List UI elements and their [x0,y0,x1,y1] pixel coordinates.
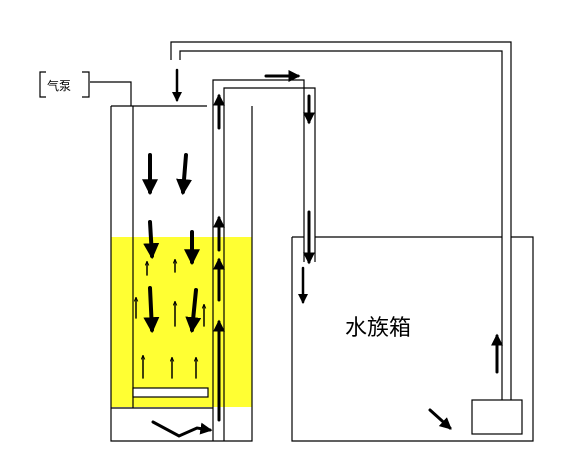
air-tube [90,81,132,106]
flow-arrows [136,68,503,438]
aquarium-tank [291,236,534,442]
filter-column [110,105,253,442]
air-pump-box: 气泵 [39,71,90,98]
aquarium-label: 水族箱 [345,316,411,341]
filter-sponge-plate [132,387,209,398]
aquarium-pump [471,399,523,435]
inlet-pipe [170,41,512,400]
filter-water [111,237,252,407]
air-pump-label: 气泵 [47,78,71,93]
